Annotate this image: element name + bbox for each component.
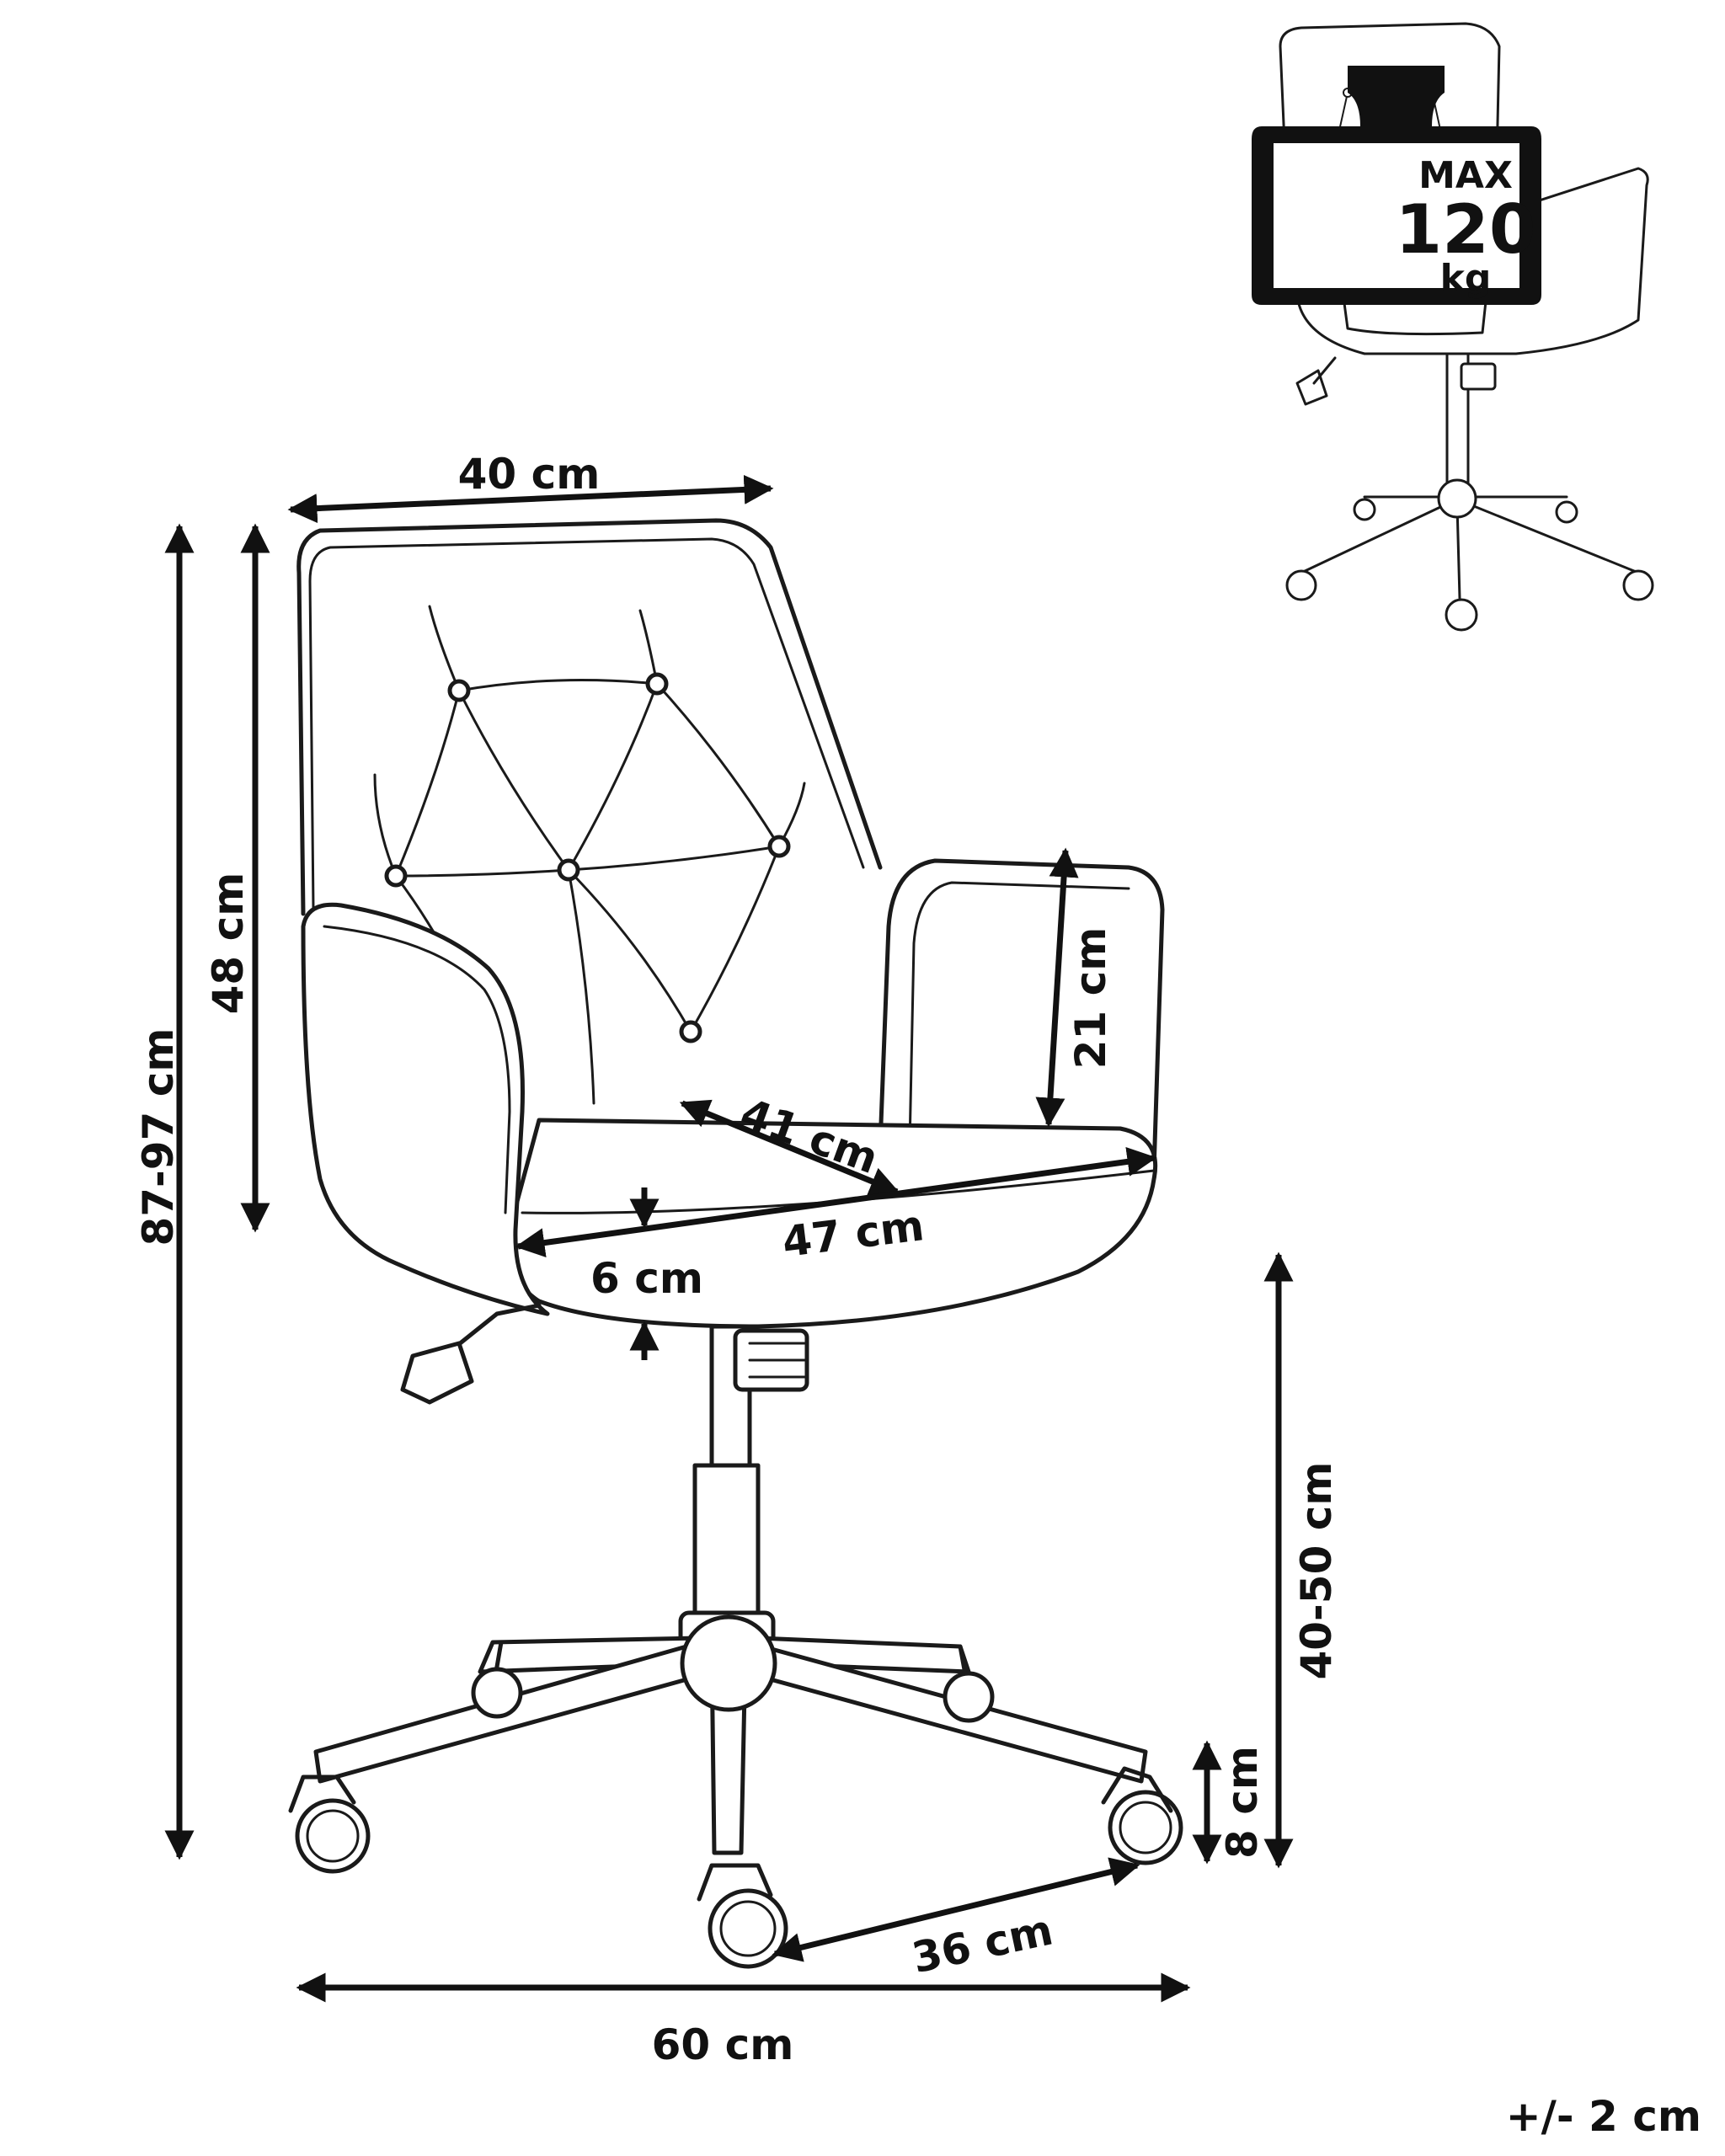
weight-badge-max: MAX [1418,154,1513,197]
weight-badge-value: 120 [1396,190,1536,269]
seat-height-label: 40-50 cm [1292,1461,1341,1679]
base-width-label: 60 cm [652,2020,794,2069]
gas-lift-cylinder [692,1463,761,1615]
tuft-button [645,672,669,696]
max-weight-badge: MAX 120 kg [1252,66,1541,305]
leg-span-arrow [772,1857,1140,1962]
tuft-button [557,858,580,882]
armrest-height-arrow [1035,847,1079,1128]
chair-main-illustration [288,518,1183,1969]
backrest-shape [296,518,883,916]
seat-thickness-label: 6 cm [590,1254,703,1303]
tuft-button [447,679,471,702]
backrest-inner-edge [308,537,865,911]
weight-badge-unit: kg [1440,257,1492,300]
caster-wheel [471,1667,523,1719]
total-height-label: 87-97 cm [134,1027,183,1246]
caster-wheel [943,1671,995,1723]
height-lever [452,1303,542,1350]
armrest-height-label: 21 cm [1066,927,1115,1070]
backrest-width-arrow [287,474,774,524]
left-armrest [301,902,550,1316]
star-base [313,1614,1148,1855]
tuft-button [767,835,791,858]
tuft-button [384,864,408,888]
caster-height-label: 8 cm [1218,1746,1267,1859]
tolerance-note: +/- 2 cm [1506,2092,1701,2141]
right-armrest [878,858,1165,1173]
seat-width-arrow [515,1147,1157,1257]
backrest-width-label: 40 cm [458,450,601,499]
chair-thumbnail [1279,22,1654,632]
backrest-height-label: 48 cm [204,873,253,1015]
dimension-lines [164,474,1294,2003]
tuft-button [679,1020,702,1043]
backrest-tufting [373,605,806,1105]
